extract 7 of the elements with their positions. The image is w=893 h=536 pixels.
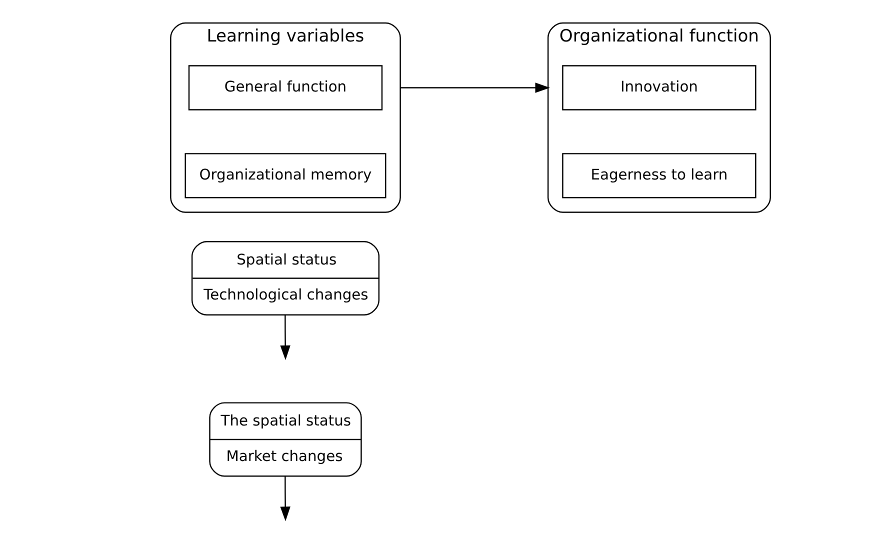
node-box: Eagerness to learn: [562, 153, 756, 198]
node-box: Organizational memory: [184, 153, 386, 198]
arrow: [280, 476, 290, 522]
arrow: [280, 315, 290, 360]
arrow: [400, 82, 550, 93]
node-box: Innovation: [562, 65, 756, 110]
node-box: General function: [188, 65, 382, 110]
